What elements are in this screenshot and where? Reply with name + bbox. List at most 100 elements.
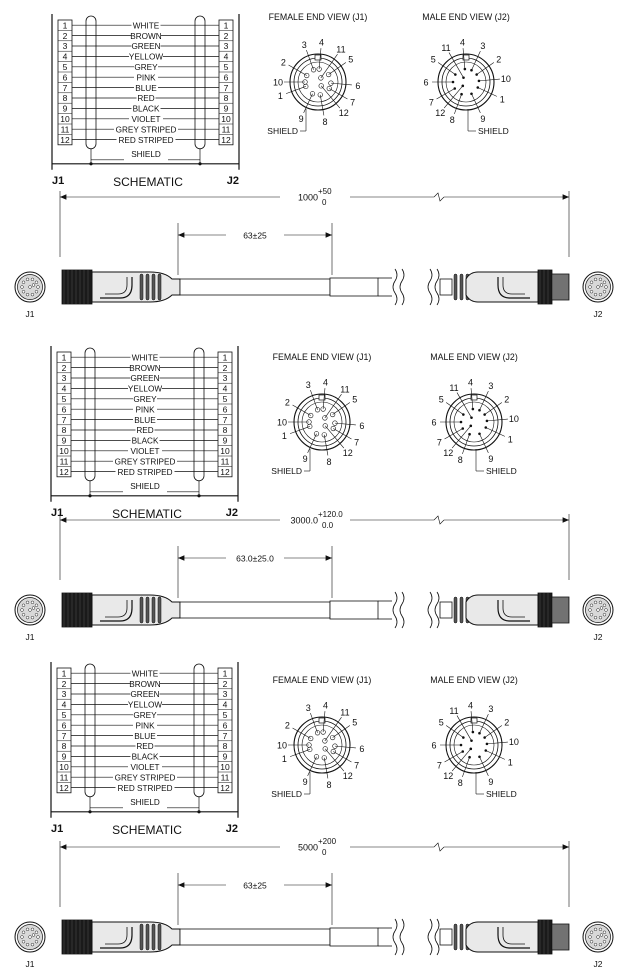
male-connector-key: [470, 394, 478, 401]
schematic-j2-pin-number: 6: [223, 720, 228, 730]
cable-j1-label: J1: [26, 959, 35, 969]
schematic-j2-pin-number: 10: [220, 762, 230, 772]
schematic-wire-color-label: BROWN: [130, 32, 161, 41]
schematic-wire-color-label: VIOLET: [130, 447, 159, 456]
schematic-j2-pin-number: 7: [224, 83, 229, 93]
j2-face-icon-pin: [602, 930, 607, 934]
schematic-j1-pin-number: 9: [62, 752, 67, 762]
male-pin-label: 2: [504, 718, 509, 728]
female-pin-socket: [326, 85, 332, 92]
schematic-j1-pin-number: 1: [62, 352, 67, 362]
male-pin-contact: [463, 67, 467, 71]
male-pin-label: 1: [500, 94, 505, 104]
female-pin-label: 4: [323, 701, 328, 711]
female-pin-socket: [330, 734, 336, 741]
schematic-j1-pin-number: 2: [62, 679, 67, 689]
j1-face-icon-pin: [30, 615, 35, 620]
j2-face-icon-pin: [588, 935, 592, 939]
j1-strain-relief-rib: [151, 596, 156, 624]
schematic-label-bg: [130, 689, 160, 699]
j1-strain-relief-rib: [151, 923, 156, 951]
schematic-label-bg: [130, 352, 160, 362]
schematic-label-bg: [133, 720, 157, 730]
female-pin-socket: [321, 755, 327, 761]
j1-face-icon-pin: [31, 933, 36, 937]
j1-grip-contour: [105, 600, 128, 618]
male-pin-leader: [476, 62, 495, 75]
schematic-wire-color-label: GREY STRIPED: [115, 773, 176, 782]
dimension-arrowhead: [325, 232, 332, 238]
female-pin-leader: [292, 404, 311, 416]
schematic-wire-color-label: BLACK: [133, 105, 160, 114]
female-pin-label: 4: [323, 378, 328, 388]
schematic-j2-pin-number: 6: [223, 404, 228, 414]
j2-face-icon-pin: [602, 280, 607, 284]
j1-face-icon-pin: [21, 613, 26, 617]
j1-face-icon-pin: [20, 608, 24, 612]
cable-j2-label: J2: [594, 309, 603, 319]
schematic-j1-pin-number: 5: [63, 62, 68, 72]
j1-face-icon-pin: [30, 277, 35, 282]
strip-length-value: 63±25: [243, 231, 267, 241]
schematic-j2-pin-number: 3: [224, 41, 229, 51]
schematic-j1-pin-number: 4: [62, 700, 67, 710]
j2-strain-relief-rib: [459, 596, 464, 624]
schematic-label-bg: [131, 31, 161, 41]
cable-j2-label: J2: [594, 959, 603, 969]
female-pin-socket: [322, 738, 328, 744]
schematic-j2-pin-number: 9: [223, 436, 228, 446]
male-pin-leader: [470, 711, 474, 733]
male-pin-contact: [461, 750, 465, 753]
schematic-j2-pin-number: 8: [224, 93, 229, 103]
cable-j2-label: J2: [594, 632, 603, 642]
male-pin-leader: [444, 751, 463, 763]
female-pin-leader: [320, 53, 338, 79]
j2-face-icon-pin: [589, 613, 594, 617]
schematic-wire-color-label: RED: [136, 426, 153, 435]
j2-grip-contour: [502, 277, 525, 295]
male-pin-leader: [479, 433, 489, 453]
female-pin-label: 10: [273, 78, 283, 88]
female-pin-leader: [285, 86, 306, 94]
schematic-junction-dot: [89, 162, 93, 166]
dimension-text-bg: [280, 514, 350, 530]
j1-face-icon-pin: [25, 927, 30, 932]
female-pin-socket: [322, 423, 328, 429]
j2-face-icon-pin: [593, 942, 598, 947]
female-pin-socket: [310, 67, 317, 73]
schematic-j1-pin-number: 4: [62, 384, 67, 394]
schematic-j1-pin-number: 1: [63, 20, 68, 30]
male-pin-label: 7: [429, 98, 434, 108]
schematic-j2-label: J2: [226, 823, 238, 835]
schematic-junction-dot: [198, 162, 202, 166]
female-pin-label: 8: [326, 457, 331, 467]
female-pin-leader: [322, 711, 326, 733]
schematic-wire-color-label: GREEN: [131, 42, 160, 51]
j1-strain-relief-rib: [145, 923, 150, 951]
dimension-arrowhead: [178, 555, 185, 561]
j1-face-icon-pin: [34, 940, 39, 944]
female-pin-socket: [318, 75, 324, 81]
male-pin-label: 12: [435, 108, 445, 118]
j2-face-icon-pin: [593, 292, 598, 297]
schematic-j2-pin-number: 2: [223, 679, 228, 689]
j1-face-icon-pin: [21, 930, 26, 934]
female-pin-label: 12: [343, 448, 353, 458]
schematic-wire-color-label: YELLOW: [128, 701, 162, 710]
j1-face-icon-pin: [30, 292, 35, 297]
j2-face-icon-pin: [588, 608, 592, 612]
schematic-j2-pin-number: 4: [223, 384, 228, 394]
schematic-j2-pin-number: 2: [223, 363, 228, 373]
schematic-j1-pin-number: 3: [62, 373, 67, 383]
schematic-junction-dot: [88, 810, 92, 814]
female-pin-leader: [319, 94, 325, 116]
male-pin-label: 6: [423, 78, 428, 88]
female-pin-label: 7: [354, 761, 359, 771]
male-connector-key: [470, 717, 478, 724]
schematic-label-bg: [116, 135, 176, 145]
schematic-wire-color-label: BLACK: [132, 437, 159, 446]
female-pin-leader: [324, 716, 342, 742]
